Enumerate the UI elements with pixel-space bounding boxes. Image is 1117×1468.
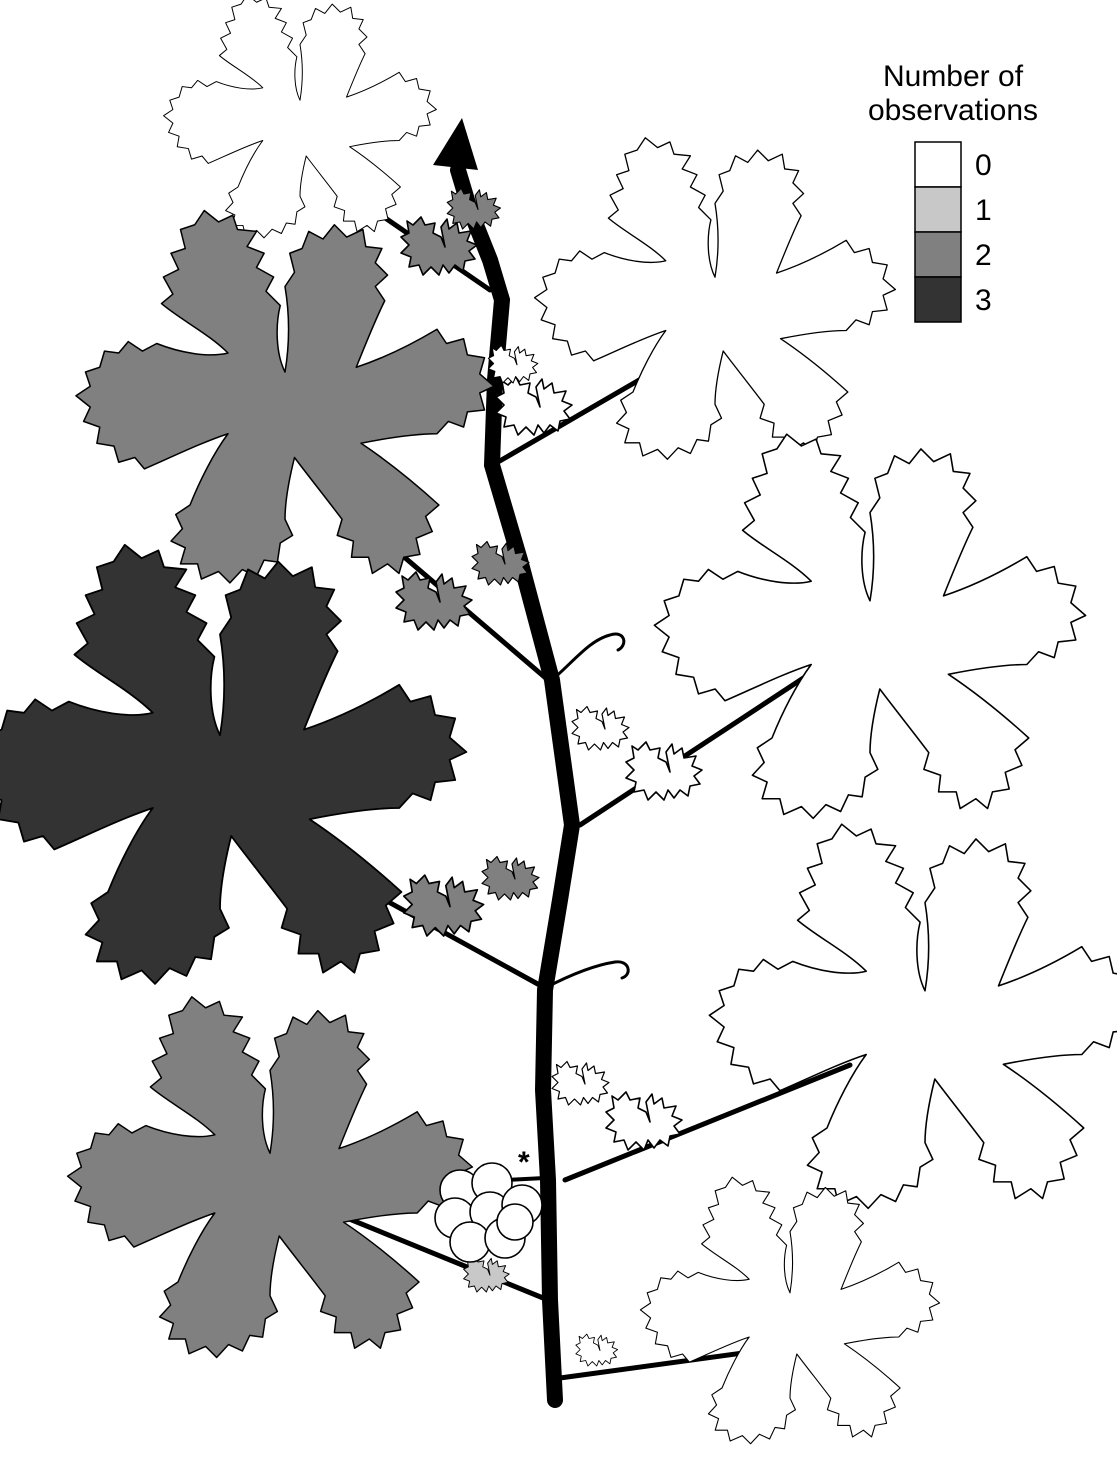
legend-swatch-0 [915, 142, 961, 187]
legend-label-2: 2 [975, 239, 992, 272]
leaf-top-white [164, 0, 437, 238]
legend-label-1: 1 [975, 194, 992, 227]
legend-label-3: 3 [975, 284, 992, 317]
leaf-bottom-right-white [640, 1177, 939, 1444]
leaf-lower-left-gray [68, 997, 473, 1358]
legend-title-line2: observations [868, 94, 1038, 127]
asterisk-marker: * [518, 1146, 530, 1179]
legend-title-line1: Number of [883, 60, 1024, 93]
legend-swatch-2 [915, 232, 961, 277]
legend-swatch-1 [915, 187, 961, 232]
leaf-lower-right-white [709, 824, 1117, 1208]
legend: Number of observations 0 1 2 3 [868, 60, 1038, 322]
leaf-mid-right-white [654, 434, 1085, 818]
leaf-mid-left-dark [0, 545, 466, 984]
legend-label-0: 0 [975, 149, 992, 182]
legend-swatch-3 [915, 277, 961, 322]
growth-direction-arrow-icon [433, 118, 478, 170]
